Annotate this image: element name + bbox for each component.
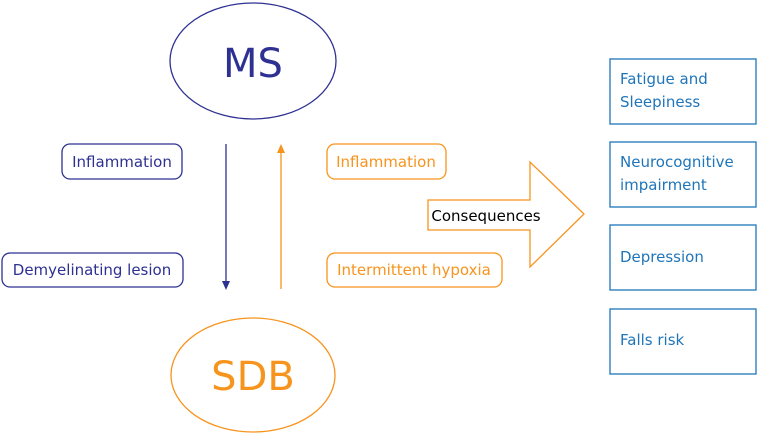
down-arrow-head xyxy=(222,281,230,290)
right-hypoxia-box xyxy=(326,252,503,288)
left-inflammation-box xyxy=(61,143,183,180)
left-demyelinating-label: Demyelinating lesion xyxy=(13,261,171,279)
left-inflammation-label: Inflammation xyxy=(72,153,172,171)
consequence-neurocognitive-line2: impairment xyxy=(620,176,707,194)
consequence-box-depression xyxy=(609,224,757,291)
up-arrow-head xyxy=(277,144,285,153)
consequence-neurocognitive-line1: Neurocognitive xyxy=(620,153,734,171)
left-demyelinating-box xyxy=(1,252,184,288)
ms-node xyxy=(169,2,337,120)
consequence-fatigue-line1: Fatigue and xyxy=(620,70,708,88)
right-hypoxia-label: Intermittent hypoxia xyxy=(337,261,491,279)
right-inflammation-label: Inflammation xyxy=(336,153,436,171)
ms-label: MS xyxy=(223,41,283,87)
sdb-label: SDB xyxy=(211,354,295,400)
consequences-label: Consequences xyxy=(431,207,540,225)
consequence-fatigue-line2: Sleepiness xyxy=(620,93,700,111)
consequence-box-fatigue xyxy=(609,58,757,125)
consequence-falls-label: Falls risk xyxy=(620,331,685,349)
consequences-arrow xyxy=(427,160,585,269)
consequence-box-falls xyxy=(609,308,757,375)
sdb-node xyxy=(170,317,336,433)
consequence-depression-label: Depression xyxy=(620,248,704,266)
consequence-box-neurocognitive xyxy=(609,141,757,208)
right-inflammation-box xyxy=(326,143,447,180)
